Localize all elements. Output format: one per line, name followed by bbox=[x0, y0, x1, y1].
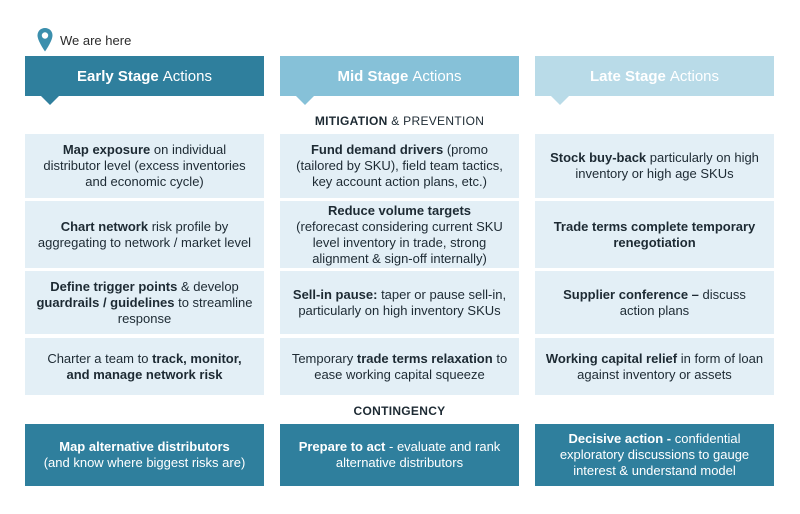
cell-early-trigger-points: Define trigger points & develop guardrai… bbox=[25, 271, 264, 334]
cell-rest: & develop bbox=[180, 278, 239, 294]
cell-late-supplier-conference: Supplier conference – discuss action pla… bbox=[535, 271, 774, 334]
header-late-title: Late Stage bbox=[589, 67, 666, 85]
section-mitigation-label: MITIGATION & PREVENTION bbox=[280, 114, 519, 128]
header-early-subtitle: Actions bbox=[162, 67, 212, 85]
cell-bold: Define trigger points bbox=[50, 278, 178, 294]
cell-rest: to ease working capital squeeze bbox=[314, 350, 508, 382]
cell-text: Reduce volume targets(reforecast conside… bbox=[290, 203, 509, 267]
cell-text: Temporary trade terms relaxation to ease… bbox=[290, 351, 509, 383]
cell-bold-2: guardrails / guidelines bbox=[36, 294, 175, 310]
cell-bold: Reduce volume targets bbox=[327, 202, 472, 218]
cell-early-chart-network: Chart network risk profile by aggregatin… bbox=[25, 201, 264, 268]
cell-text: Supplier conference – discuss action pla… bbox=[545, 287, 764, 319]
header-late-subtitle: Actions bbox=[669, 67, 720, 85]
cell-text: Decisive action - confidential explorato… bbox=[543, 431, 766, 479]
header-mid-subtitle: Actions bbox=[412, 67, 462, 85]
cell-text: Charter a team to track, monitor, and ma… bbox=[35, 351, 254, 383]
cell-text: Map exposure on individual distributor l… bbox=[35, 142, 254, 190]
cell-rest: (reforecast considering current SKU leve… bbox=[296, 218, 503, 266]
cell-rest: risk profile by aggregating to network /… bbox=[37, 218, 252, 250]
cell-mid-trade-terms-relaxation: Temporary trade terms relaxation to ease… bbox=[280, 338, 519, 395]
section-contingency-label: CONTINGENCY bbox=[280, 404, 519, 418]
header-early-pointer bbox=[41, 96, 59, 105]
cell-rest: (promo (tailored by SKU), field team tac… bbox=[296, 142, 503, 189]
cell-bold: Sell-in pause: bbox=[292, 286, 378, 302]
cell-early-contingency: Map alternative distributors(and know wh… bbox=[25, 424, 264, 486]
cell-text: Working capital relief in form of loan a… bbox=[545, 351, 764, 383]
section-mitigation-strong: MITIGATION bbox=[314, 114, 388, 128]
cell-rest: (and know where biggest risks are) bbox=[43, 455, 246, 470]
cell-bold: track, monitor, and manage network risk bbox=[66, 350, 242, 382]
cell-late-trade-terms: Trade terms complete temporary renegotia… bbox=[535, 201, 774, 268]
cell-bold: Decisive action - bbox=[568, 431, 672, 446]
cell-pre: Temporary bbox=[291, 350, 354, 366]
cell-rest: on individual distributor level (excess … bbox=[43, 142, 246, 189]
cell-bold: Prepare to act bbox=[298, 439, 386, 454]
cell-text: Prepare to act - evaluate and rank alter… bbox=[288, 439, 511, 471]
section-contingency-strong: CONTINGENCY bbox=[353, 404, 446, 418]
cell-bold: Trade terms complete temporary renegotia… bbox=[553, 218, 756, 250]
cell-early-charter-team: Charter a team to track, monitor, and ma… bbox=[25, 338, 264, 395]
cell-mid-fund-demand: Fund demand drivers (promo (tailored by … bbox=[280, 134, 519, 198]
cell-text: Fund demand drivers (promo (tailored by … bbox=[290, 142, 509, 190]
cell-bold: Fund demand drivers bbox=[310, 142, 444, 157]
cell-pre: Charter a team to bbox=[47, 350, 149, 366]
cell-rest: confidential exploratory discussions to … bbox=[559, 431, 750, 478]
cell-late-stock-buyback: Stock buy-back particularly on high inve… bbox=[535, 134, 774, 198]
map-pin-icon bbox=[37, 28, 53, 52]
cell-bold: Supplier conference – bbox=[563, 286, 699, 302]
cell-rest: particularly on high inventory or high a… bbox=[575, 150, 759, 181]
cell-late-contingency: Decisive action - confidential explorato… bbox=[535, 424, 774, 486]
cell-mid-sell-in-pause: Sell-in pause: taper or pause sell-in, p… bbox=[280, 271, 519, 334]
cell-late-working-capital: Working capital relief in form of loan a… bbox=[535, 338, 774, 395]
cell-rest: taper or pause sell-in, particularly on … bbox=[298, 286, 507, 318]
header-early-title: Early Stage bbox=[77, 67, 159, 85]
header-late-stage: Late Stage Actions bbox=[535, 56, 774, 105]
header-mid-pointer bbox=[296, 96, 314, 105]
cell-text: Chart network risk profile by aggregatin… bbox=[35, 219, 254, 251]
cell-rest: - evaluate and rank alternative distribu… bbox=[335, 439, 501, 470]
cell-mid-reduce-volume: Reduce volume targets(reforecast conside… bbox=[280, 201, 519, 268]
cell-rest: in form of loan against inventory or ass… bbox=[577, 350, 764, 382]
cell-early-map-exposure: Map exposure on individual distributor l… bbox=[25, 134, 264, 198]
header-mid-title: Mid Stage bbox=[337, 67, 409, 85]
header-late-pointer bbox=[551, 96, 569, 105]
cell-bold: Chart network bbox=[60, 218, 149, 234]
cell-bold: Map alternative distributors bbox=[59, 439, 230, 454]
cell-text: Sell-in pause: taper or pause sell-in, p… bbox=[290, 287, 509, 319]
cell-bold: Map exposure bbox=[62, 142, 151, 157]
cell-text: Define trigger points & develop guardrai… bbox=[35, 279, 254, 327]
cell-text: Map alternative distributors(and know wh… bbox=[44, 439, 246, 471]
cell-bold: trade terms relaxation bbox=[356, 350, 493, 366]
cell-bold: Stock buy-back bbox=[550, 150, 647, 165]
location-label: We are here bbox=[60, 33, 132, 48]
header-mid-stage: Mid Stage Actions bbox=[280, 56, 519, 105]
cell-rest-2: to streamline response bbox=[117, 294, 253, 326]
cell-mid-contingency: Prepare to act - evaluate and rank alter… bbox=[280, 424, 519, 486]
cell-text: Stock buy-back particularly on high inve… bbox=[545, 150, 764, 182]
section-mitigation-rest: & PREVENTION bbox=[391, 114, 485, 128]
header-early-stage: Early Stage Actions bbox=[25, 56, 264, 105]
cell-bold: Working capital relief bbox=[545, 350, 678, 366]
cell-rest: discuss action plans bbox=[619, 286, 746, 318]
cell-text: Trade terms complete temporary renegotia… bbox=[545, 219, 764, 251]
